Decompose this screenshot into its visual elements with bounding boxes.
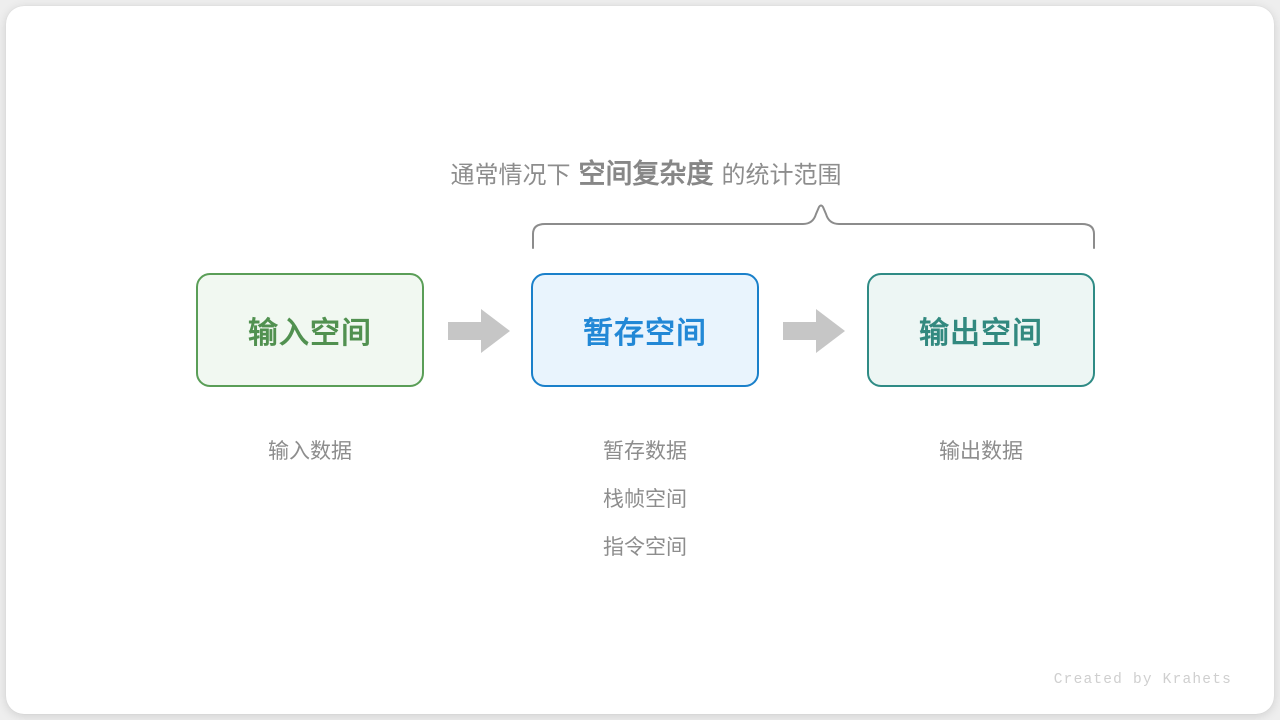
arrow-input-to-temp [448,309,510,353]
arrow-temp-to-output [783,309,845,353]
heading-emphasis: 空间复杂度 [578,159,714,189]
caption-column-output: 输出数据 [841,428,1121,476]
box-temp-space[interactable]: 暂存空间 [531,273,759,387]
heading-prefix: 通常情况下 [450,162,571,189]
box-output-space-label: 输出空间 [919,317,1043,350]
credit-text: Created by Krahets [1053,672,1232,688]
right-arrow-icon [783,309,845,353]
caption-column-temp: 暂存数据 栈帧空间 指令空间 [505,428,785,572]
caption-line: 指令空间 [603,536,687,559]
right-arrow-icon [448,309,510,353]
box-input-space-label: 输入空间 [248,317,372,350]
diagram-heading: 通常情况下空间复杂度的统计范围 [6,154,1280,196]
caption-column-input: 输入数据 [170,428,450,476]
box-output-space[interactable]: 输出空间 [867,273,1095,387]
curly-brace-icon [532,204,1095,249]
slide-card: 通常情况下空间复杂度的统计范围 输入空间 暂存空间 输出空间 [6,6,1274,714]
caption-line: 输出数据 [939,440,1023,463]
box-input-space[interactable]: 输入空间 [196,273,424,387]
caption-line: 栈帧空间 [603,488,687,511]
caption-line: 输入数据 [268,440,352,463]
box-temp-space-label: 暂存空间 [583,317,707,350]
heading-suffix: 的统计范围 [721,162,842,189]
brace-container [521,202,1106,256]
caption-line: 暂存数据 [603,440,687,463]
